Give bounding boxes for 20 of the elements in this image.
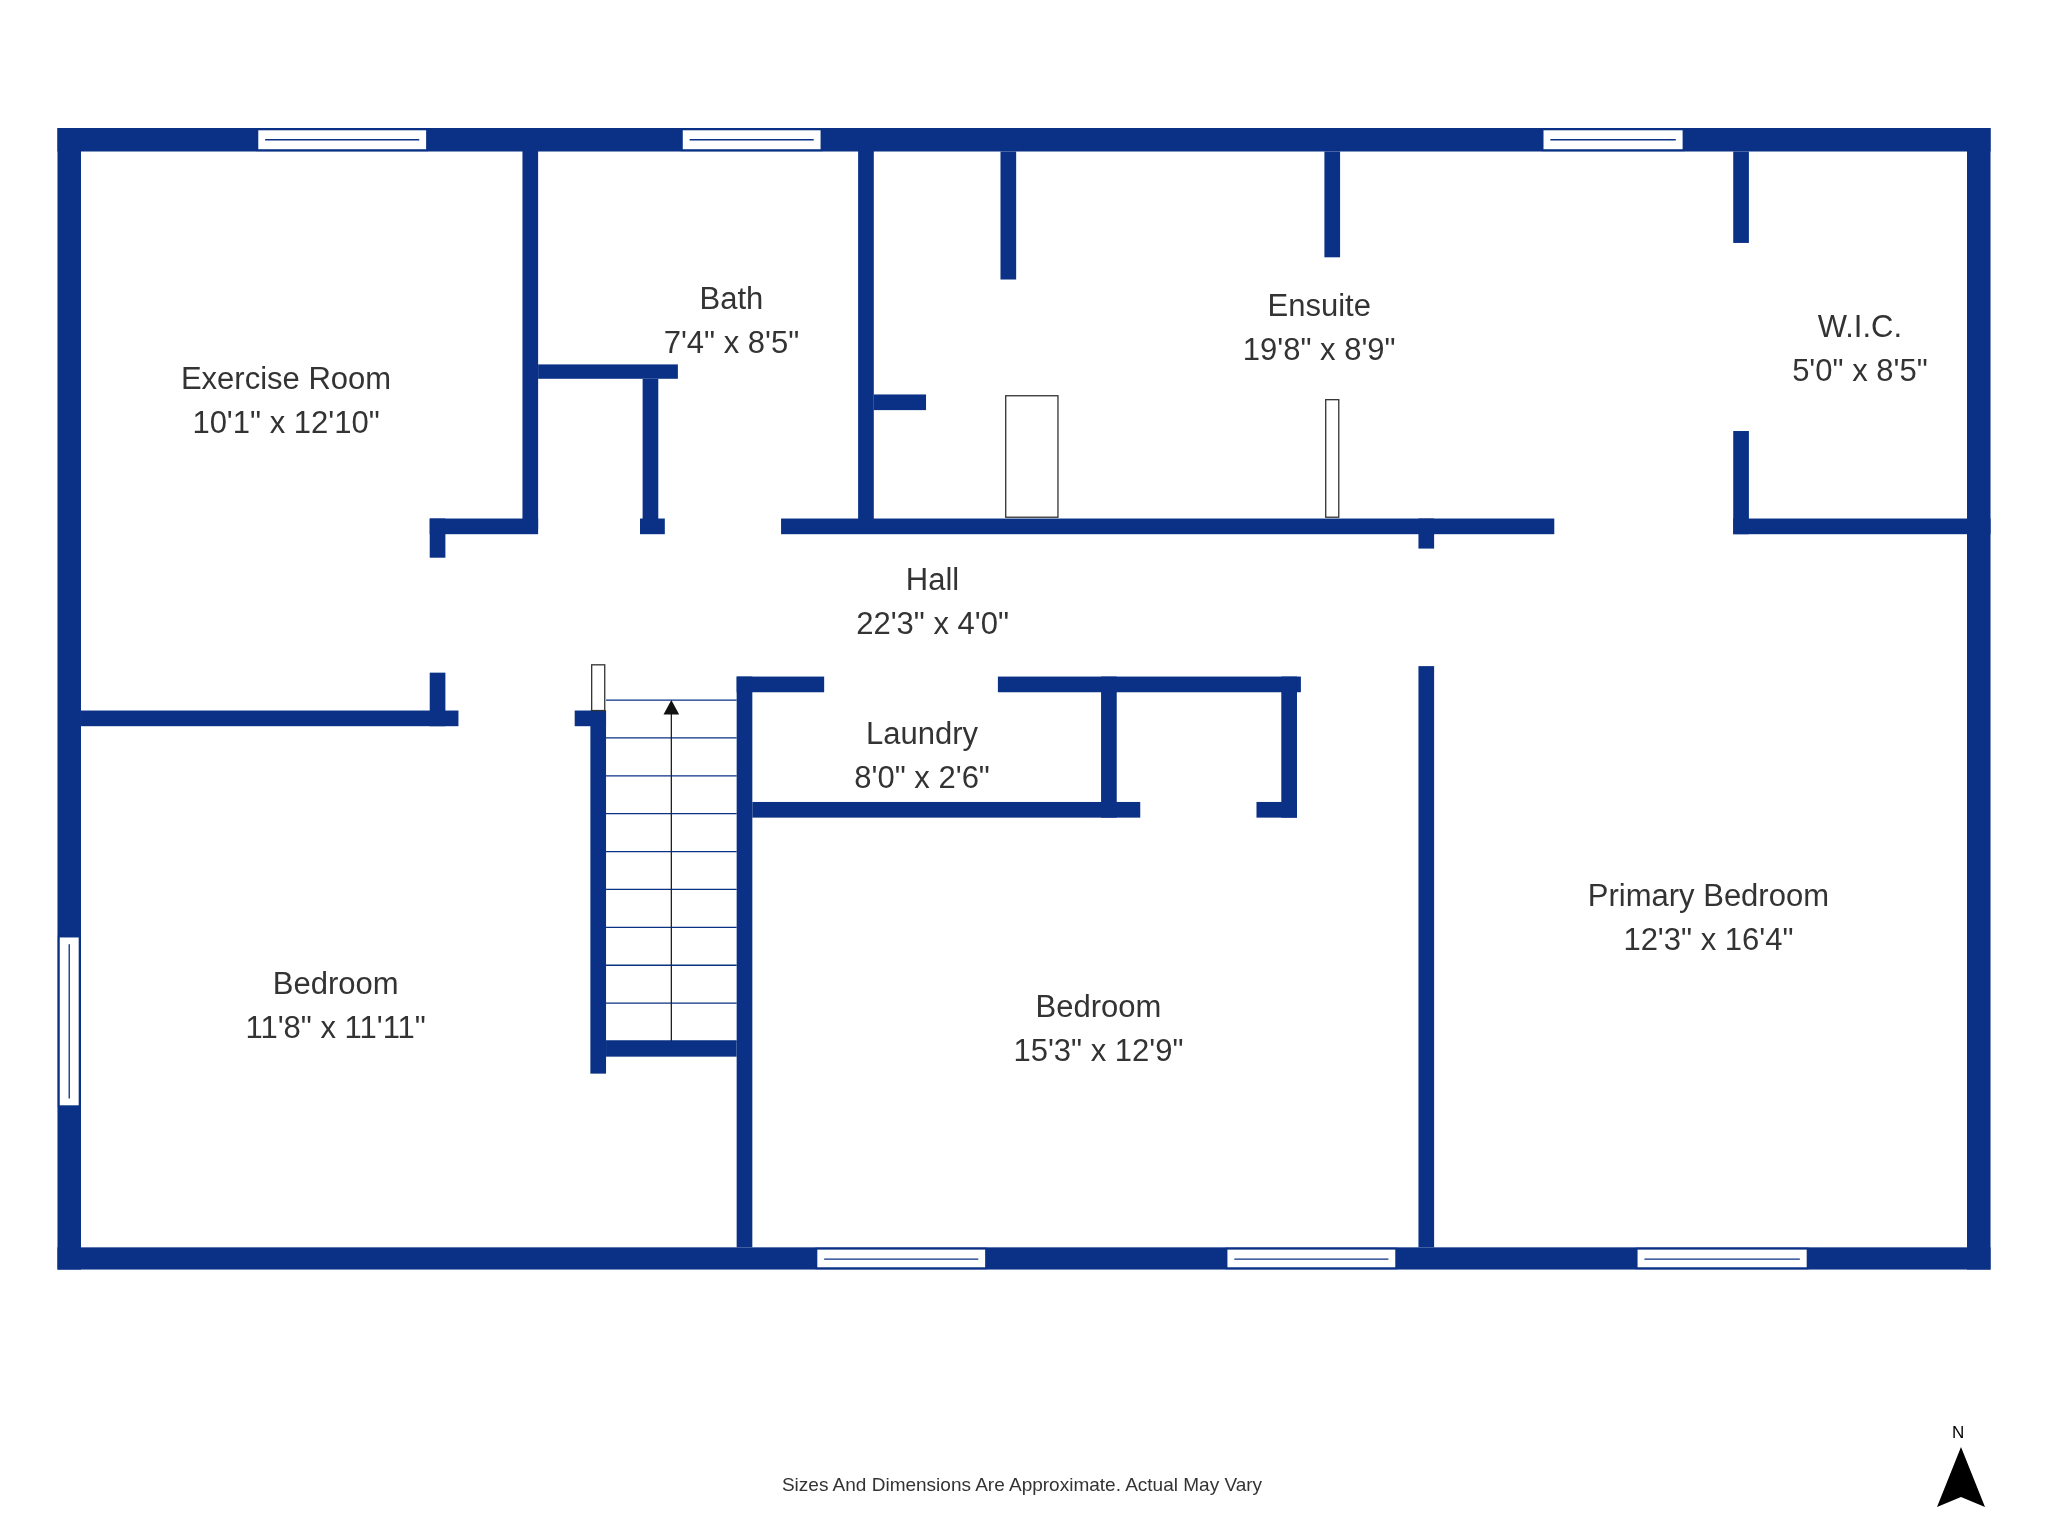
room-dimensions: 10'1" x 12'10" xyxy=(192,403,380,442)
room-name: Bedroom xyxy=(272,964,399,1003)
room-name: Hall xyxy=(905,561,960,600)
room-name: Bath xyxy=(699,280,764,319)
room-name: Bedroom xyxy=(1035,988,1162,1027)
disclaimer-note: Sizes And Dimensions Are Approximate. Actual May Vary xyxy=(781,1473,1263,1497)
room-dimensions: 11'8" x 11'11" xyxy=(245,1008,426,1047)
north-label: N xyxy=(1952,1422,1965,1444)
room-dimensions: 12'3" x 16'4" xyxy=(1623,921,1794,960)
room-name: Laundry xyxy=(866,715,979,754)
room-name: Ensuite xyxy=(1267,286,1371,325)
room-name: Exercise Room xyxy=(180,359,392,398)
room-dimensions: 15'3" x 12'9" xyxy=(1013,1032,1184,1071)
room-dimensions: 7'4" x 8'5" xyxy=(663,324,800,363)
room-name: Primary Bedroom xyxy=(1587,877,1829,916)
room-dimensions: 8'0" x 2'6" xyxy=(854,759,990,798)
room-name: W.I.C. xyxy=(1817,307,1903,346)
room-dimensions: 22'3" x 4'0" xyxy=(856,605,1009,644)
room-dimensions: 5'0" x 8'5" xyxy=(1792,351,1928,390)
room-dimensions: 19'8" x 8'9" xyxy=(1242,330,1396,369)
